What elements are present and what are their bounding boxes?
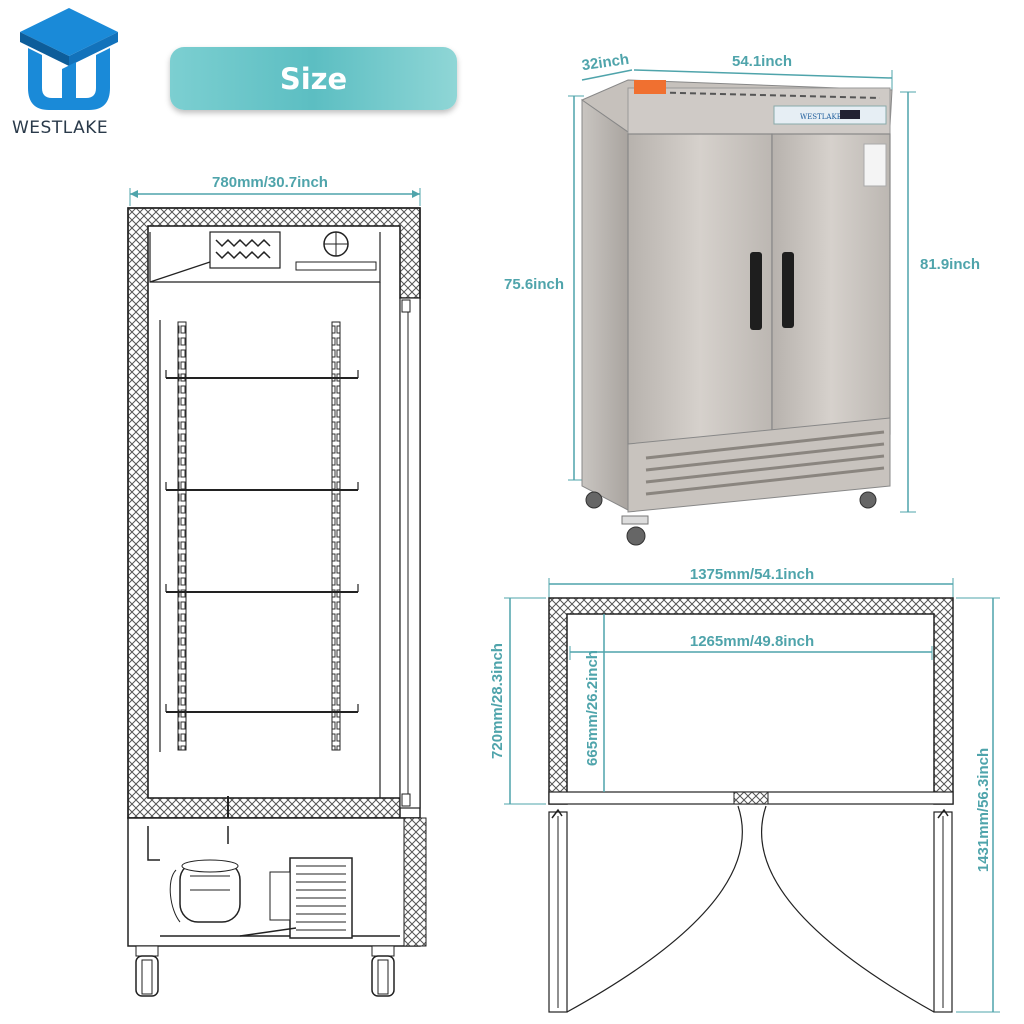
photo-total-height-label: 81.9inch	[920, 256, 980, 273]
evaporator-fan-icon	[295, 231, 377, 271]
inner-width-label: 1265mm/49.8inch	[690, 633, 814, 650]
evaporator-assembly	[149, 231, 381, 283]
brand-name: WESTLAKE	[12, 118, 109, 138]
temperature-display	[840, 110, 860, 119]
door-open-depth-dimension: 1431mm/56.3inch	[956, 597, 1000, 1013]
inner-depth-label: 665mm/26.2inch	[584, 650, 601, 766]
right-door-handle	[782, 252, 794, 328]
left-door	[627, 133, 773, 445]
section-title-badge: Size	[170, 47, 457, 110]
photo-width-label: 54.1inch	[732, 53, 792, 70]
shelf-standard-left	[177, 321, 187, 751]
product-illustration: 32inch 54.1inch 75.6inch 81.9inch	[504, 51, 980, 546]
section-title: Size	[279, 61, 348, 96]
photo-depth-label: 32inch	[581, 51, 630, 74]
inner-depth-dimension: 665mm/26.2inch	[584, 614, 605, 792]
side-section-view: 780mm/30.7inch	[127, 174, 427, 997]
left-door-handle	[750, 252, 762, 330]
spec-label-sticker	[863, 143, 887, 187]
photo-body-height-dimension: 75.6inch	[504, 95, 584, 481]
photo-depth-dimension: 32inch	[581, 51, 633, 81]
right-door-swing-arc	[761, 805, 935, 1013]
photo-body-height-label: 75.6inch	[504, 276, 564, 293]
top-plan-view: 1375mm/54.1inch 1265mm/49.8inch 720mm/28…	[489, 566, 1000, 1013]
outer-depth-dimension: 720mm/28.3inch	[489, 597, 546, 805]
door-section	[399, 297, 421, 809]
nameplate-text: WESTLAKE	[800, 113, 842, 121]
plan-insulation-shell	[548, 597, 954, 805]
caster-wheel-icon	[585, 491, 877, 546]
door-open-depth-label: 1431mm/56.3inch	[975, 748, 992, 872]
machine-compartment	[127, 817, 427, 947]
brand-logo	[14, 6, 134, 146]
insulation-shell	[127, 207, 421, 819]
outer-width-dimension: 1375mm/54.1inch	[548, 566, 954, 600]
outer-width-label: 1375mm/54.1inch	[690, 566, 814, 583]
door-mullion	[733, 791, 769, 805]
brand-sticker	[634, 80, 666, 94]
outer-depth-label: 720mm/28.3inch	[489, 643, 506, 759]
shelf-standard-right	[331, 321, 341, 751]
caster-wheel-icon	[135, 945, 159, 997]
westlake-w-logo-icon	[20, 8, 118, 110]
inner-width-dimension: 1265mm/49.8inch	[569, 633, 933, 660]
photo-total-height-dimension: 81.9inch	[900, 91, 980, 513]
side-width-dimension: 780mm/30.7inch	[129, 174, 421, 206]
compressor-icon	[169, 859, 241, 923]
left-door-swing-arc	[566, 805, 743, 1013]
photo-width-dimension: 54.1inch	[633, 53, 893, 90]
condenser-icon	[269, 857, 353, 939]
evaporator-coil	[209, 231, 281, 269]
side-width-label: 780mm/30.7inch	[212, 174, 328, 191]
caster-wheel-icon	[371, 945, 395, 997]
